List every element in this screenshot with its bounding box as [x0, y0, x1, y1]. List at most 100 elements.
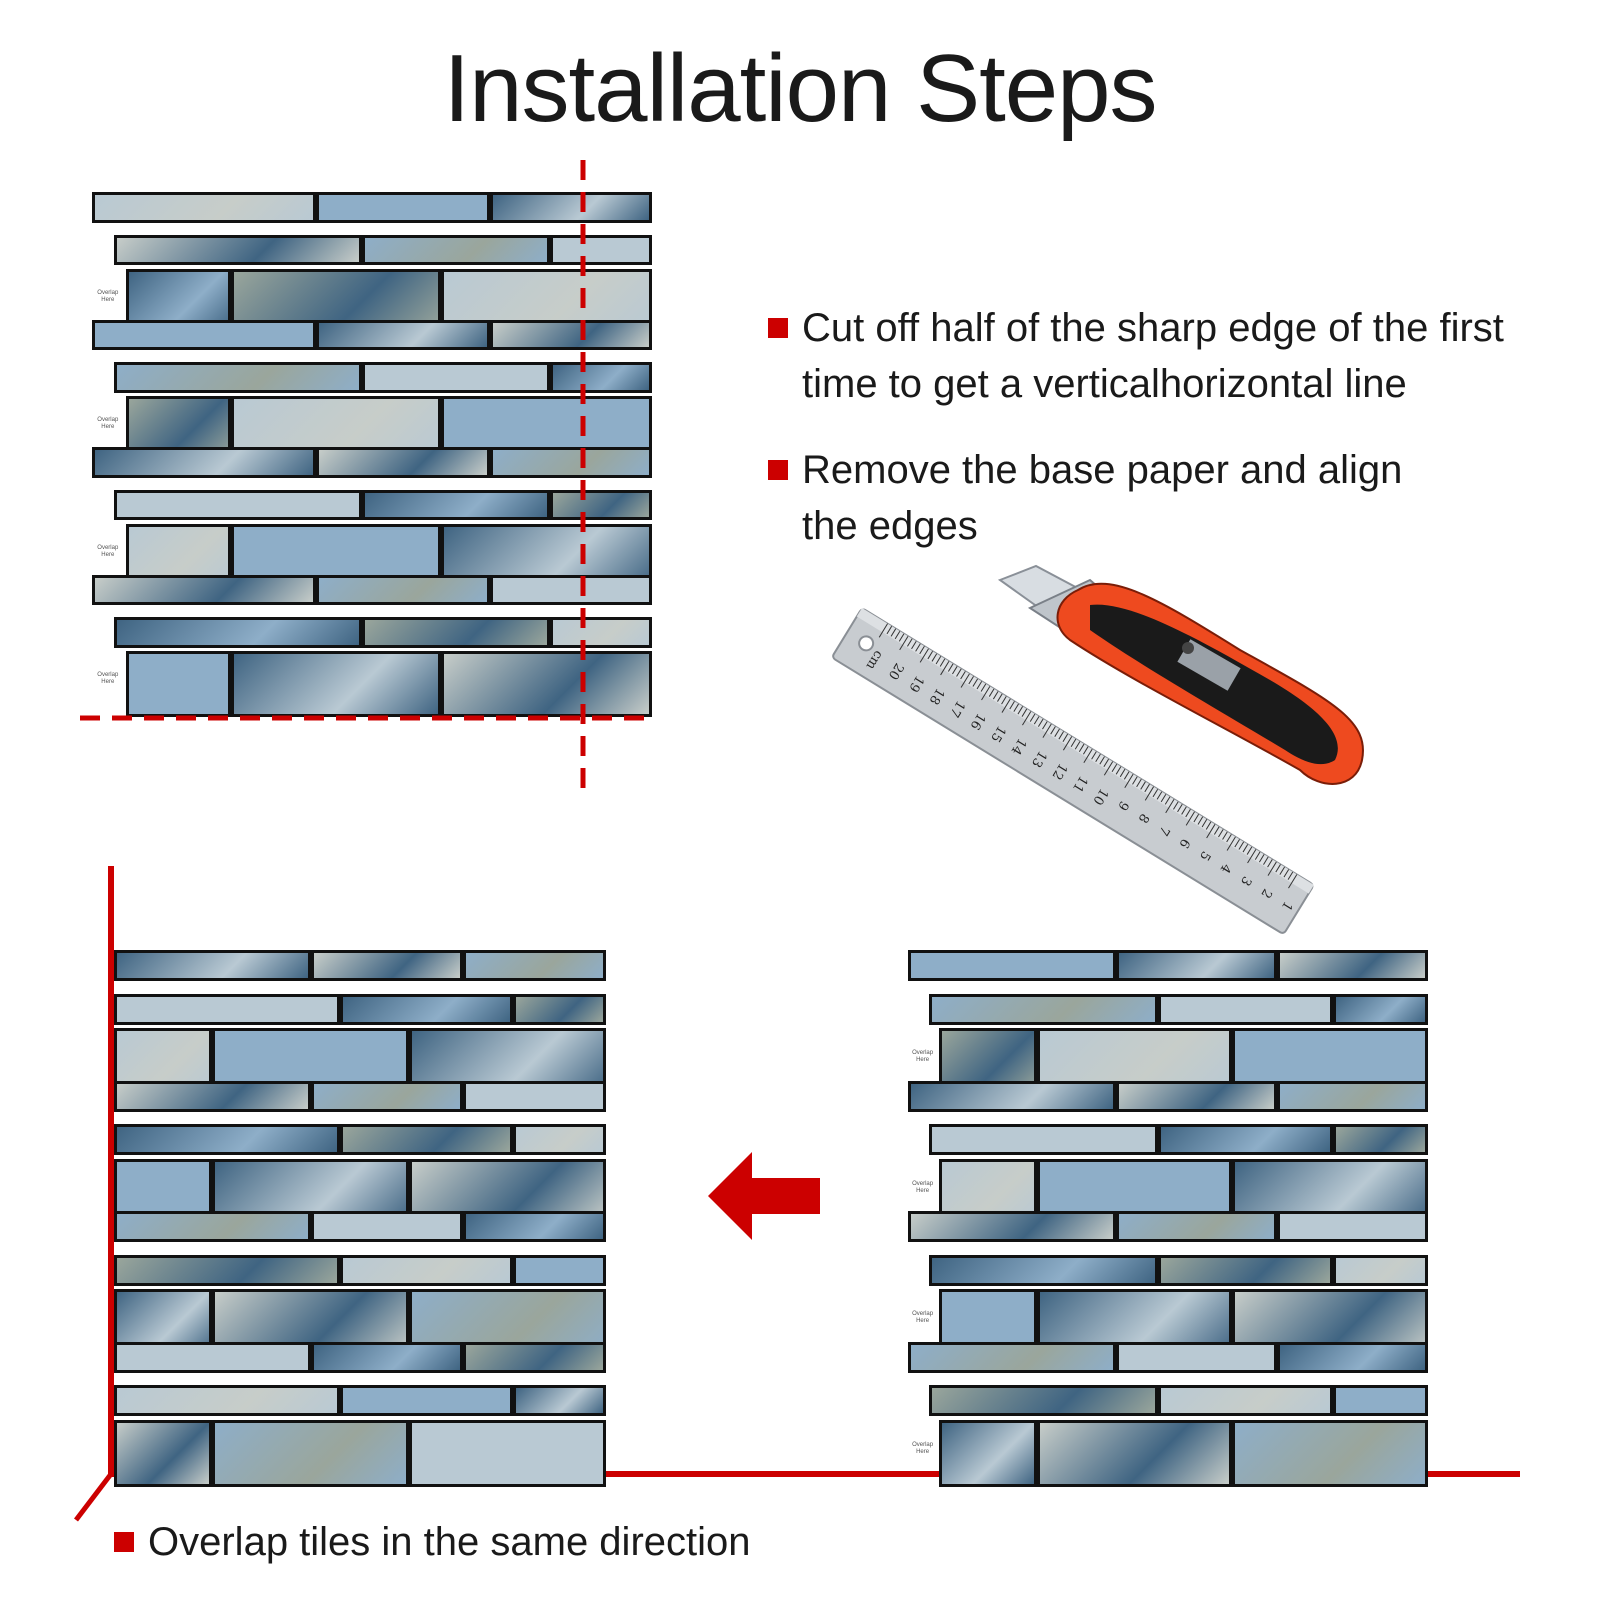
- ruler-tick: [1115, 766, 1122, 775]
- stone-tile: [409, 1419, 606, 1488]
- ruler-tick: [1140, 781, 1146, 790]
- stone-tile: [114, 1385, 341, 1417]
- ruler-tick: [1009, 701, 1015, 710]
- ruler-tick: [956, 668, 962, 677]
- ruler-tick: [947, 663, 954, 672]
- stone-tile: [908, 1341, 1116, 1373]
- ruler-number: 6: [1176, 836, 1193, 851]
- tile-row: [114, 1124, 606, 1156]
- ruler-tick: [1156, 791, 1163, 800]
- ruler-tick: [939, 658, 946, 667]
- ruler-tick: [919, 648, 929, 663]
- ruler-tick: [1078, 743, 1085, 752]
- stone-tile: [361, 234, 550, 266]
- stone-tile: [489, 192, 652, 223]
- ruler-tick: [886, 625, 893, 635]
- overlap-label: Overlap Here: [912, 1311, 934, 1325]
- stone-tile: [310, 1080, 464, 1112]
- overlap-label: Overlap Here: [912, 1441, 934, 1455]
- stone-tile: [230, 651, 442, 717]
- stone-tile: [92, 192, 316, 223]
- stone-tile: [1116, 1341, 1278, 1373]
- ruler-tick: [1070, 738, 1077, 747]
- ruler-tick: [1263, 856, 1269, 865]
- bullet-square-icon: [768, 318, 788, 338]
- stone-tile: [1116, 950, 1278, 982]
- ruler-number: 3: [1237, 873, 1254, 888]
- ruler-tick: [981, 686, 991, 701]
- stone-tile: [114, 617, 362, 648]
- ruler-number: 5: [1196, 848, 1213, 863]
- ruler-tick: [1165, 798, 1175, 814]
- stone-tile: [114, 234, 362, 266]
- ruler-tick: [1193, 814, 1200, 823]
- overlap-label: Overlap Here: [912, 1180, 934, 1194]
- ruler-tick: [1058, 731, 1064, 740]
- tile-row: [114, 362, 652, 393]
- stone-tile: [1333, 1385, 1428, 1417]
- tile-row: [114, 1211, 606, 1243]
- ruler-tick: [1062, 733, 1069, 742]
- step-3-text: Overlap tiles in the same direction: [114, 1514, 914, 1570]
- ruler-tick: [1226, 836, 1236, 851]
- stone-tile: [1036, 1419, 1233, 1488]
- ruler-number: 11: [1069, 773, 1090, 795]
- stone-tile: [114, 1341, 311, 1373]
- stone-tile: [114, 362, 362, 393]
- stone-tile: [212, 1419, 410, 1488]
- stone-tile: [1277, 1211, 1428, 1243]
- ruler-tick: [907, 638, 913, 647]
- ruler-tick: [1119, 768, 1126, 778]
- tile-row: [908, 1080, 1428, 1112]
- ruler-tick: [1103, 761, 1114, 776]
- stone-tile: [512, 1385, 606, 1417]
- stone-tile: [928, 1124, 1159, 1156]
- ruler-tick: [1017, 706, 1024, 715]
- stone-tile: [463, 1211, 606, 1243]
- installed-tile-panel: [114, 950, 606, 1488]
- ruler-tick: [1111, 763, 1118, 773]
- stone-tile: [310, 950, 464, 982]
- arrow-left-icon: [708, 1152, 820, 1240]
- ruler-tick: [1099, 756, 1105, 765]
- ruler-tick: [972, 678, 979, 687]
- stone-tile: [463, 1080, 606, 1112]
- ruler-tick: [1254, 851, 1261, 860]
- stone-tile: [908, 1080, 1116, 1112]
- ruler-tick: [976, 681, 983, 690]
- ruler-number: cm: [863, 648, 886, 673]
- ruler-tick: [1288, 874, 1298, 889]
- ruler-tick: [1185, 811, 1195, 826]
- ruler-tick: [1124, 773, 1134, 789]
- ruler-tick: [915, 643, 921, 652]
- bullet-square-icon: [768, 460, 788, 480]
- ruler-tick: [1136, 778, 1142, 788]
- tile-row: [92, 192, 652, 223]
- ruler-tick: [1177, 803, 1183, 813]
- ruler-tick: [1013, 703, 1019, 712]
- ruler-number: 9: [1114, 798, 1131, 813]
- stone-tile: [1277, 950, 1428, 982]
- ruler-tick: [1247, 849, 1257, 864]
- ruler-tick: [1074, 741, 1081, 750]
- ruler-tick: [1279, 866, 1285, 875]
- ruler-tick: [1095, 753, 1101, 763]
- ruler-tick: [919, 645, 925, 655]
- tile-row: [114, 234, 652, 266]
- ruler-tick: [1054, 728, 1060, 737]
- overlap-label: Overlap Here: [97, 672, 119, 686]
- ruler-tick: [1275, 864, 1281, 873]
- ruler-tick: [1218, 829, 1224, 838]
- tile-row: [939, 1419, 1428, 1488]
- overlap-label: Overlap Here: [97, 417, 119, 431]
- tile-row: [114, 993, 606, 1025]
- ruler-tick: [1042, 723, 1052, 738]
- stone-tile: [361, 362, 550, 393]
- ruler-tick: [1160, 793, 1167, 803]
- ruler-number: 17: [946, 698, 967, 720]
- ruler-tick: [1021, 708, 1028, 717]
- ruler-number: 19: [905, 673, 926, 695]
- tile-row: [114, 1341, 606, 1373]
- ruler-tick: [1201, 819, 1208, 828]
